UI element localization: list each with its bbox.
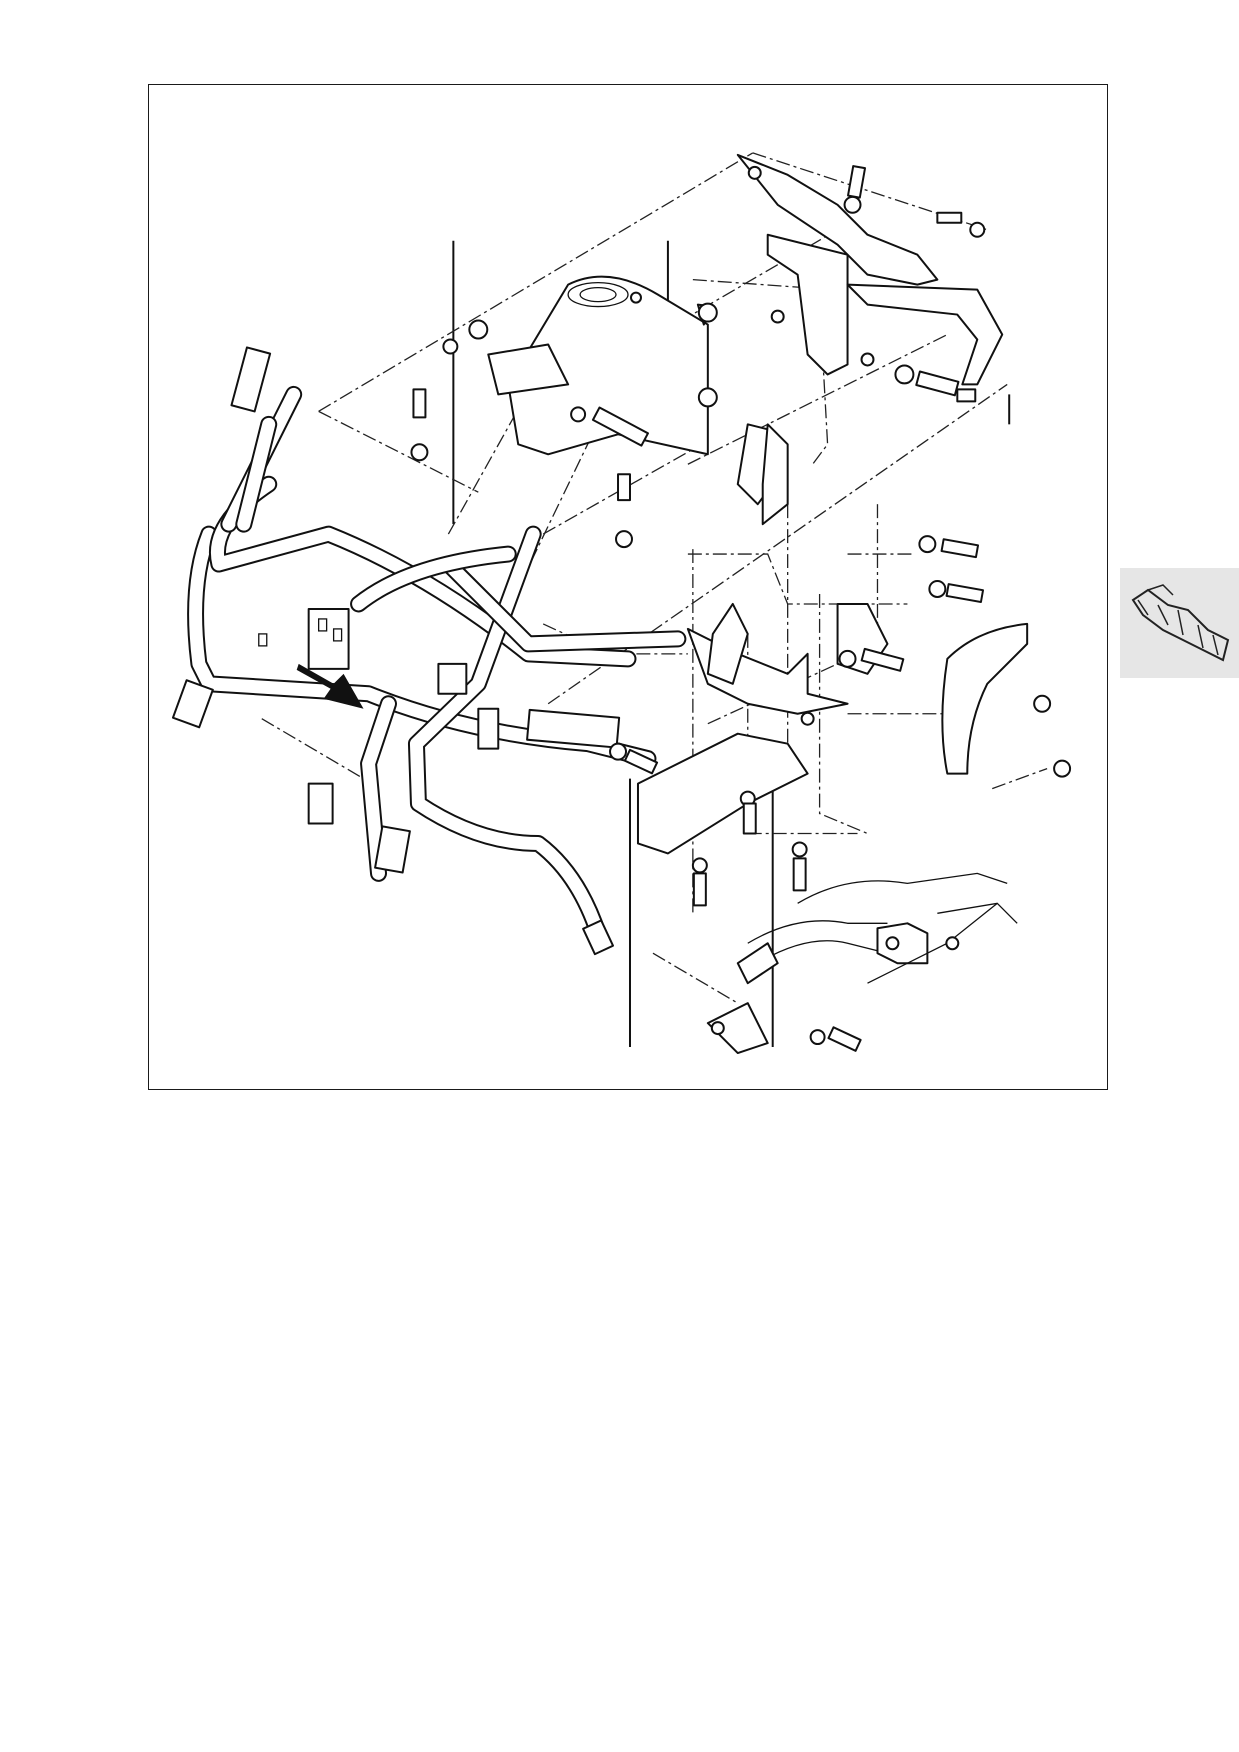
rear-frame-detail [706, 872, 1018, 1055]
frame-thumbnail-icon [1131, 584, 1230, 662]
main-frame [171, 346, 687, 956]
direction-arrow [296, 663, 364, 709]
top-bracket-assembly [736, 153, 1004, 526]
rear-subassembly [609, 535, 1072, 1052]
exploded-frame-diagram [171, 152, 1072, 1055]
section-thumbnail-tab[interactable] [1120, 568, 1239, 678]
illustration-frame [148, 84, 1108, 1090]
